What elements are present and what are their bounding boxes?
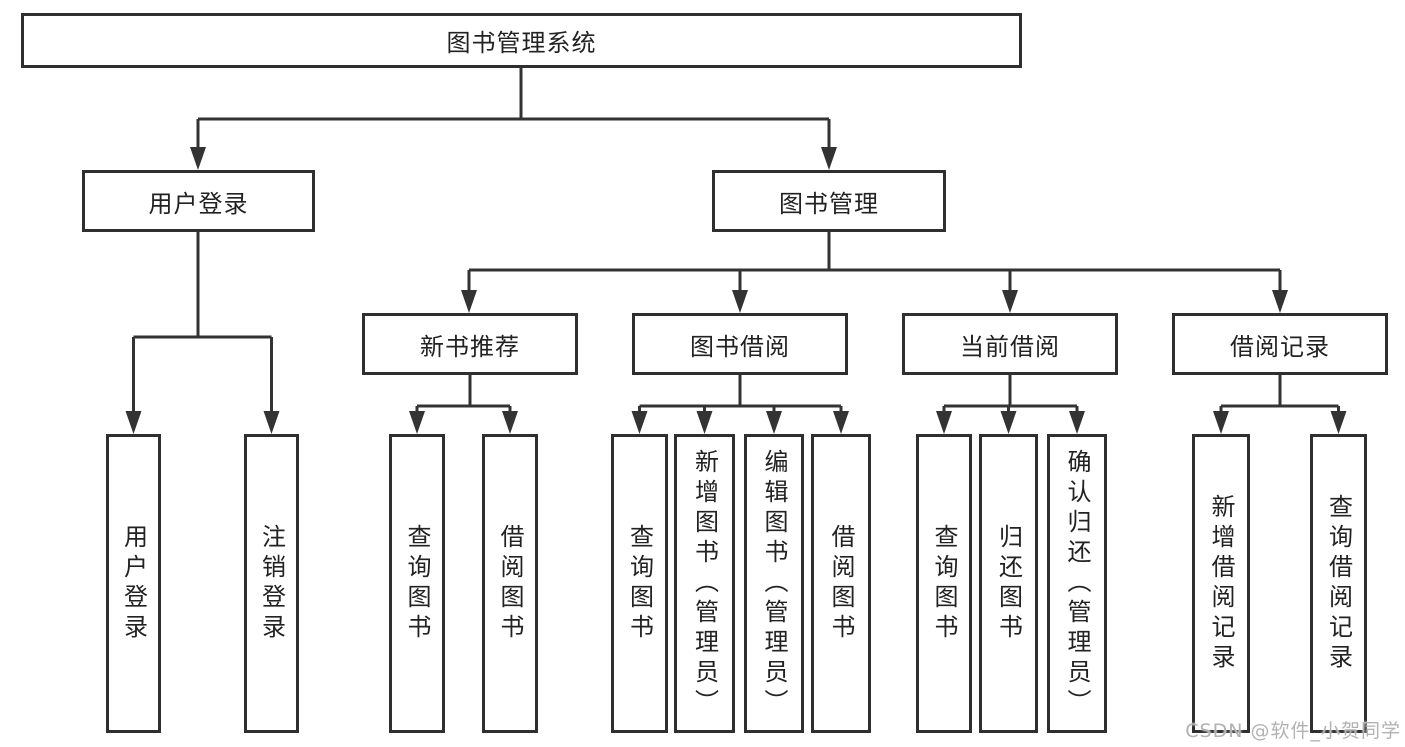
connector-borrow-records-to-children [1219, 375, 1340, 414]
node-book-borrow: 图书借阅 [632, 313, 848, 375]
arrowhead [409, 411, 425, 434]
leaf-logout: 注销登录 [244, 434, 299, 733]
node-label: 当前借阅 [960, 332, 1060, 361]
leaf-add-books-admin: 新增图书（管理员） [674, 434, 735, 733]
node-new-book-recommend: 新书推荐 [362, 313, 578, 375]
leaf-query-books-recommend: 查询图书 [389, 434, 445, 733]
node-label: 查询图书 [403, 523, 431, 644]
connector-book-management-to-level3 [467, 232, 1282, 293]
arrowhead [1272, 290, 1288, 313]
node-label: 用户登录 [119, 523, 148, 644]
leaf-borrow-books-recommend: 借阅图书 [482, 434, 538, 733]
node-label: 借阅记录 [1230, 332, 1330, 361]
arrowhead [190, 147, 206, 170]
arrowhead [696, 411, 713, 434]
node-label: 新增图书（管理员） [690, 448, 719, 719]
node-label: 确认归还（管理员） [1063, 448, 1091, 719]
node-label: 归还图书 [994, 523, 1023, 644]
arrowhead [936, 411, 952, 434]
node-borrow-records: 借阅记录 [1172, 313, 1388, 375]
leaf-user-login: 用户登录 [106, 434, 161, 733]
node-label: 图书管理系统 [446, 29, 597, 57]
arrowheads [125, 147, 1347, 434]
arrowhead [1330, 411, 1347, 434]
arrowhead [125, 411, 142, 434]
node-current-borrow: 当前借阅 [902, 313, 1118, 375]
connector-new-book-recommend-to-children [415, 375, 512, 414]
arrowhead [1000, 411, 1017, 434]
node-label: 查询图书 [930, 523, 958, 644]
node-book-management: 图书管理 [712, 170, 946, 232]
leaf-add-borrow-record: 新增借阅记录 [1192, 434, 1250, 733]
node-label: 新书推荐 [420, 332, 520, 361]
leaf-return-books: 归还图书 [979, 434, 1038, 733]
arrowhead [833, 411, 849, 434]
node-user-login: 用户登录 [82, 170, 315, 232]
arrowhead [263, 411, 280, 434]
node-label: 图书管理 [779, 189, 879, 218]
connector-current-borrow-to-children [942, 375, 1079, 414]
leaf-query-books-current: 查询图书 [916, 434, 972, 733]
arrowhead [461, 290, 477, 313]
arrowhead [631, 411, 648, 434]
node-label: 新增借阅记录 [1207, 493, 1235, 674]
arrowhead [766, 411, 782, 434]
arrowhead [732, 290, 748, 313]
arrowhead [1069, 411, 1085, 434]
node-label: 借阅图书 [496, 523, 524, 644]
connector-root-to-level2 [196, 68, 831, 150]
leaf-query-borrow-record: 查询借阅记录 [1310, 434, 1367, 733]
connector-book-borrow-to-children [638, 375, 843, 414]
arrowhead [502, 411, 518, 434]
node-label: 编辑图书（管理员） [760, 448, 788, 719]
node-label: 借阅图书 [827, 523, 855, 644]
leaf-query-books-borrow: 查询图书 [611, 434, 668, 733]
node-label: 查询借阅记录 [1324, 493, 1353, 674]
connector-user-login-to-children [132, 232, 273, 414]
node-label: 查询图书 [625, 523, 654, 644]
node-root: 图书管理系统 [21, 13, 1022, 68]
arrowhead [1213, 411, 1229, 434]
node-label: 图书借阅 [690, 332, 790, 361]
leaf-confirm-return-admin: 确认归还（管理员） [1047, 434, 1107, 733]
node-label: 用户登录 [148, 189, 249, 218]
arrowhead [821, 147, 837, 170]
leaf-edit-books-admin: 编辑图书（管理员） [744, 434, 804, 733]
node-label: 注销登录 [257, 523, 286, 644]
csdn-watermark: CSDN @软件_小贺同学 [1185, 720, 1401, 742]
leaf-borrow-books: 借阅图书 [811, 434, 871, 733]
arrowhead [1002, 290, 1018, 313]
